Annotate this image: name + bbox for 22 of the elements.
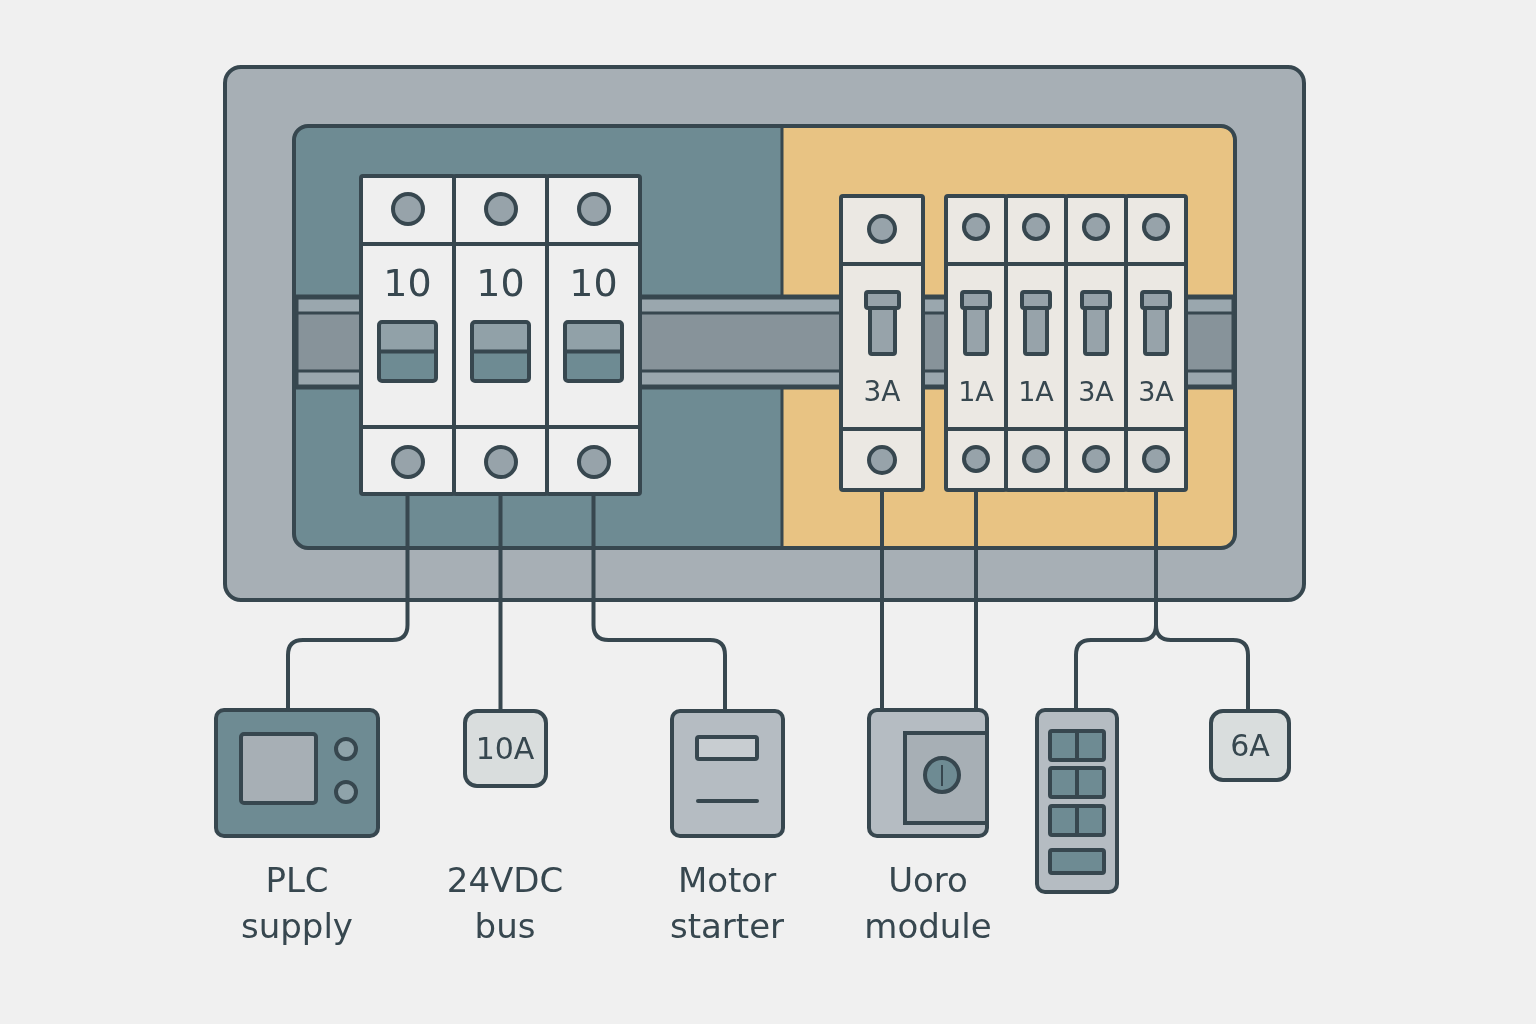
rating-tag: 6A [1209,709,1291,782]
current-rating: 3A [1138,378,1174,406]
circuit-breaker [839,194,925,492]
current-rating: 1A [1018,378,1054,406]
wire [498,496,503,709]
device-label: Uoro module [864,859,992,948]
device-label: 24VDC bus [446,859,564,948]
wire [974,492,978,708]
rating-tag: 10A [462,709,548,788]
wire [286,496,410,708]
current-rating: 3A [863,377,901,406]
current-rating: 1A [958,378,994,406]
wire [591,496,727,709]
device-label: PLC supply [241,859,353,948]
device-label: Motor starter [669,859,785,948]
circuit-breaker [1124,194,1188,492]
wire [880,492,884,708]
current-rating: 10 [569,264,618,303]
current-rating: 10 [476,264,525,303]
current-rating: 3A [1078,378,1114,406]
current-rating: 10 [383,264,432,303]
circuit-breaker [545,174,642,496]
